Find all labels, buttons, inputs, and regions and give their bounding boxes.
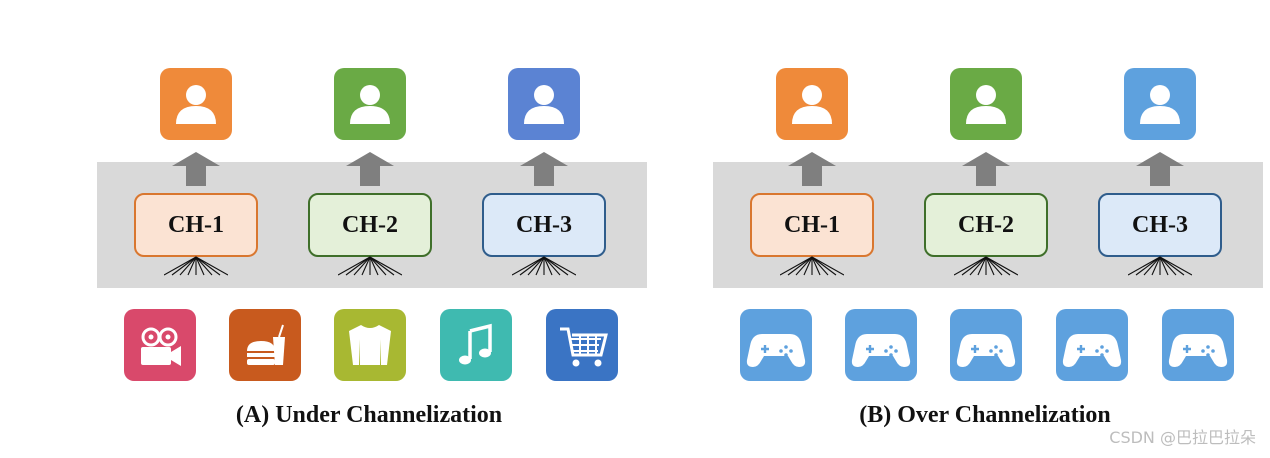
shopping-cart-icon xyxy=(546,309,618,381)
up-arrow-icon xyxy=(516,152,572,186)
gamepad-icon xyxy=(950,309,1022,381)
channel-label: CH-1 xyxy=(168,211,224,238)
fan-in-lines xyxy=(779,255,845,277)
channel-label: CH-2 xyxy=(342,211,398,238)
panel-under-channelization: CH-1 CH-2 CH-3 (A) Under Channelization xyxy=(97,68,647,428)
channel-box-3: CH-3 xyxy=(482,193,606,257)
channel-box-3: CH-3 xyxy=(1098,193,1222,257)
channel-label: CH-1 xyxy=(784,211,840,238)
channel-box-1: CH-1 xyxy=(134,193,258,257)
user-icon xyxy=(1124,68,1196,140)
up-arrow-icon xyxy=(168,152,224,186)
up-arrow-icon xyxy=(342,152,398,186)
fast-food-icon xyxy=(229,309,301,381)
user-icon xyxy=(334,68,406,140)
panel-over-channelization: CH-1 CH-2 CH-3 (B) Over Channelization xyxy=(616,0,1263,458)
gamepad-icon xyxy=(1162,309,1234,381)
user-icon xyxy=(508,68,580,140)
user-icon xyxy=(160,68,232,140)
channel-label: CH-3 xyxy=(1132,211,1188,238)
channel-box-1: CH-1 xyxy=(750,193,874,257)
fan-in-lines xyxy=(953,255,1019,277)
panel-caption: (A) Under Channelization xyxy=(235,402,503,428)
watermark: CSDN @巴拉巴拉朵 xyxy=(1109,428,1256,447)
channel-box-2: CH-2 xyxy=(924,193,1048,257)
shirt-icon xyxy=(334,309,406,381)
up-arrow-icon xyxy=(784,152,840,186)
channel-label: CH-2 xyxy=(958,211,1014,238)
fan-in-lines xyxy=(337,255,403,277)
up-arrow-icon xyxy=(958,152,1014,186)
fan-in-lines xyxy=(163,255,229,277)
user-icon xyxy=(950,68,1022,140)
gamepad-icon xyxy=(845,309,917,381)
gamepad-icon xyxy=(740,309,812,381)
music-note-icon xyxy=(440,309,512,381)
fan-in-lines xyxy=(511,255,577,277)
channel-box-2: CH-2 xyxy=(308,193,432,257)
user-icon xyxy=(776,68,848,140)
up-arrow-icon xyxy=(1132,152,1188,186)
fan-in-lines xyxy=(1127,255,1193,277)
panel-caption: (B) Over Channelization xyxy=(859,402,1111,428)
gamepad-icon xyxy=(1056,309,1128,381)
channel-label: CH-3 xyxy=(516,211,572,238)
video-camera-icon xyxy=(124,309,196,381)
